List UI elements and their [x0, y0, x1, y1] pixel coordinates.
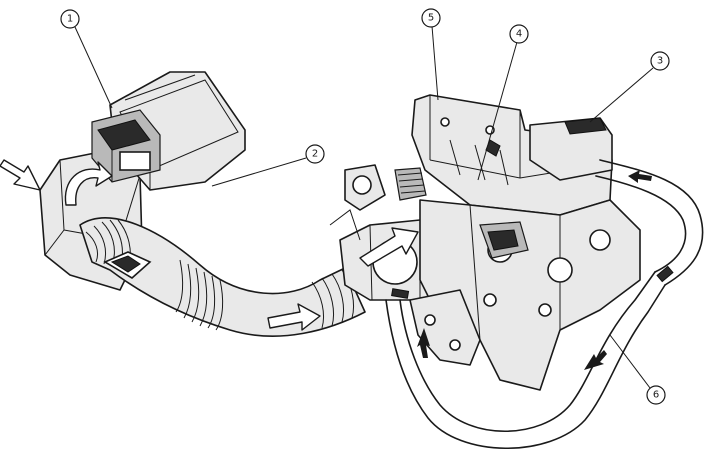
duct-airflow-arrow: [267, 303, 321, 331]
duct-clamp: [103, 251, 152, 279]
callout-1: 1: [60, 9, 113, 109]
coolant-hose: [385, 159, 704, 450]
callout-1-label: 1: [67, 14, 73, 25]
callout-4-label: 4: [516, 29, 522, 40]
callout-3-label: 3: [657, 56, 663, 67]
throttle-airflow-arrow: [359, 227, 419, 267]
coolant-flow-arrows: [417, 170, 652, 370]
callout-2-label: 2: [312, 149, 318, 160]
housing-airflow-arrow: [64, 161, 113, 206]
callout-5: 5: [421, 8, 441, 101]
intake-duct: [79, 217, 366, 337]
inlet-airflow-arrow: [0, 159, 41, 191]
callout-5-label: 5: [428, 13, 434, 24]
callout-4: 4: [477, 24, 529, 181]
callout-3: 3: [589, 51, 670, 123]
intake-manifold: [329, 94, 641, 391]
callout-2: 2: [211, 144, 325, 187]
callout-6-label: 6: [653, 390, 659, 401]
callout-6: 6: [609, 334, 666, 405]
air-cleaner-housing: [39, 71, 246, 291]
